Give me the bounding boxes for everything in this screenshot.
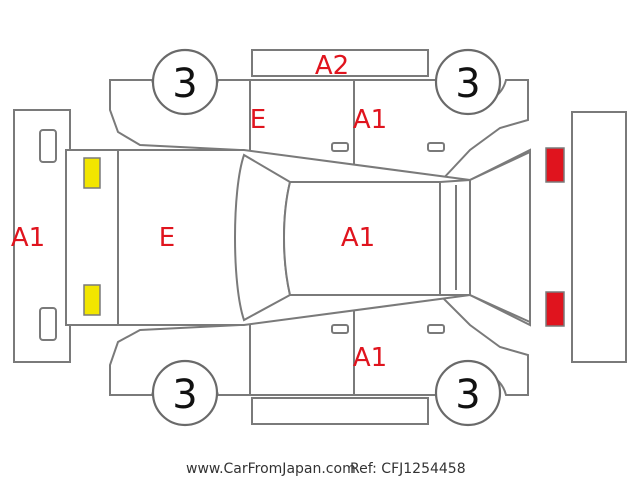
damage-code-rear-right-door: A1 — [353, 343, 387, 373]
wheel-front-left: 3 — [151, 48, 219, 116]
wheel-rear-right-grade: 3 — [455, 372, 480, 418]
wheel-front-right-grade: 3 — [172, 372, 197, 418]
taillight-right — [545, 291, 565, 327]
damage-code-roof-top: A2 — [315, 51, 349, 81]
wheel-rear-right: 3 — [434, 359, 502, 427]
wheel-rear-left: 3 — [434, 48, 502, 116]
headlight-left — [83, 157, 101, 189]
roof-strip-bottom — [251, 397, 429, 425]
damage-code-hood: E — [159, 223, 175, 253]
headlight-right — [83, 284, 101, 316]
roof-strip-top — [251, 49, 429, 77]
taillight-left — [545, 147, 565, 183]
footer-site: www.CarFromJapan.com — [186, 461, 356, 477]
wheel-front-right: 3 — [151, 359, 219, 427]
top-view-body — [65, 148, 531, 327]
front-bumper — [13, 109, 71, 363]
damage-code-front-left-door: E — [250, 105, 266, 135]
damage-code-front-bumper: A1 — [11, 223, 45, 253]
damage-code-roof: A1 — [341, 223, 375, 253]
wheel-front-left-grade: 3 — [172, 61, 197, 107]
rear-bumper — [571, 111, 627, 363]
wheel-rear-left-grade: 3 — [455, 61, 480, 107]
damage-code-rear-left-door: A1 — [353, 105, 387, 135]
footer-ref: Ref: CFJ1254458 — [350, 461, 466, 477]
